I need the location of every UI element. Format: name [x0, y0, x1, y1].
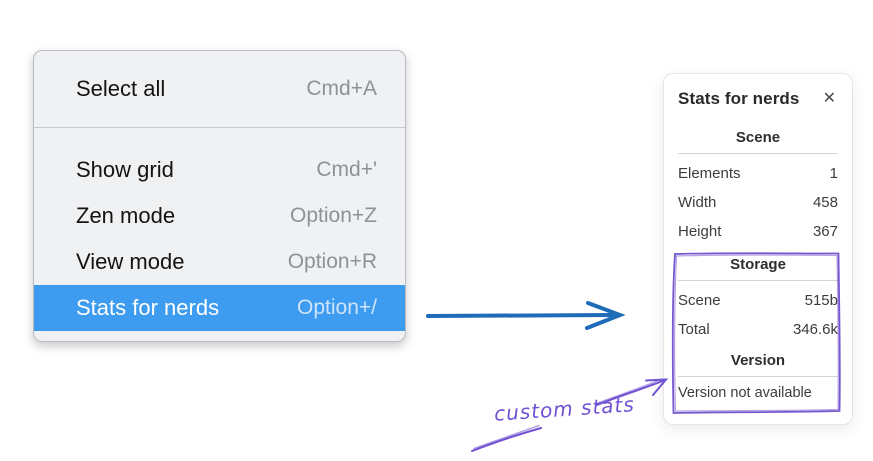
blue-arrow [426, 301, 626, 330]
stat-label: Total [678, 321, 710, 338]
section-divider [678, 280, 838, 281]
storage-section-heading: Storage [730, 256, 786, 273]
panel-title: Stats for nerds [678, 89, 800, 108]
panel-header: Stats for nerds ✕ [678, 84, 838, 114]
close-icon[interactable]: ✕ [822, 90, 836, 107]
stat-label: Elements [678, 165, 741, 182]
stat-row-total-size: Total 346.6k [678, 315, 838, 344]
stat-row-width: Width 458 [678, 188, 838, 217]
version-note: Version not available [678, 385, 812, 401]
menu-item-label: View mode [76, 249, 185, 274]
stat-value: 458 [812, 194, 838, 211]
stat-value: 346.6k [792, 321, 838, 338]
menu-item-select-all[interactable]: Select all Cmd+A [34, 51, 405, 127]
stat-label: Scene [678, 292, 721, 309]
stat-value: 515b [804, 292, 838, 309]
annotation-label: custom stats [493, 392, 636, 426]
menu-item-stats-for-nerds[interactable]: Stats for nerds Option+/ [34, 285, 405, 331]
menu-item-shortcut: Cmd+' [316, 158, 377, 181]
menu-item-shortcut: Option+Z [290, 204, 377, 227]
stat-row-elements: Elements 1 [678, 159, 838, 188]
section-divider [678, 376, 838, 377]
stat-label: Height [678, 223, 722, 240]
context-menu: Select all Cmd+A Show grid Cmd+' Zen mod… [33, 50, 406, 342]
stat-value: 367 [812, 223, 838, 240]
menu-item-shortcut: Option+R [287, 250, 377, 273]
menu-item-view-mode[interactable]: View mode Option+R [34, 239, 405, 285]
stat-label: Width [678, 194, 717, 211]
stat-row-height: Height 367 [678, 217, 838, 246]
scene-section-heading: Scene [735, 129, 781, 146]
scene-rows: Elements 1 Width 458 Height 367 [678, 159, 838, 246]
stats-for-nerds-panel: Stats for nerds ✕ Scene Elements 1 Width… [663, 73, 853, 425]
storage-rows: Scene 515b Total 346.6k [678, 286, 838, 344]
menu-item-zen-mode[interactable]: Zen mode Option+Z [34, 193, 405, 239]
stat-value: 1 [829, 165, 838, 182]
section-divider [678, 153, 838, 154]
menu-item-label: Show grid [76, 157, 174, 182]
menu-divider [34, 127, 405, 128]
menu-item-label: Stats for nerds [76, 295, 220, 320]
menu-item-label: Select all [76, 76, 166, 101]
stat-row-scene-size: Scene 515b [678, 286, 838, 315]
menu-item-shortcut: Cmd+A [306, 77, 377, 100]
version-section-heading: Version [730, 352, 786, 369]
menu-item-shortcut: Option+/ [297, 296, 377, 319]
menu-item-show-grid[interactable]: Show grid Cmd+' [34, 147, 405, 193]
menu-item-label: Zen mode [76, 203, 176, 228]
